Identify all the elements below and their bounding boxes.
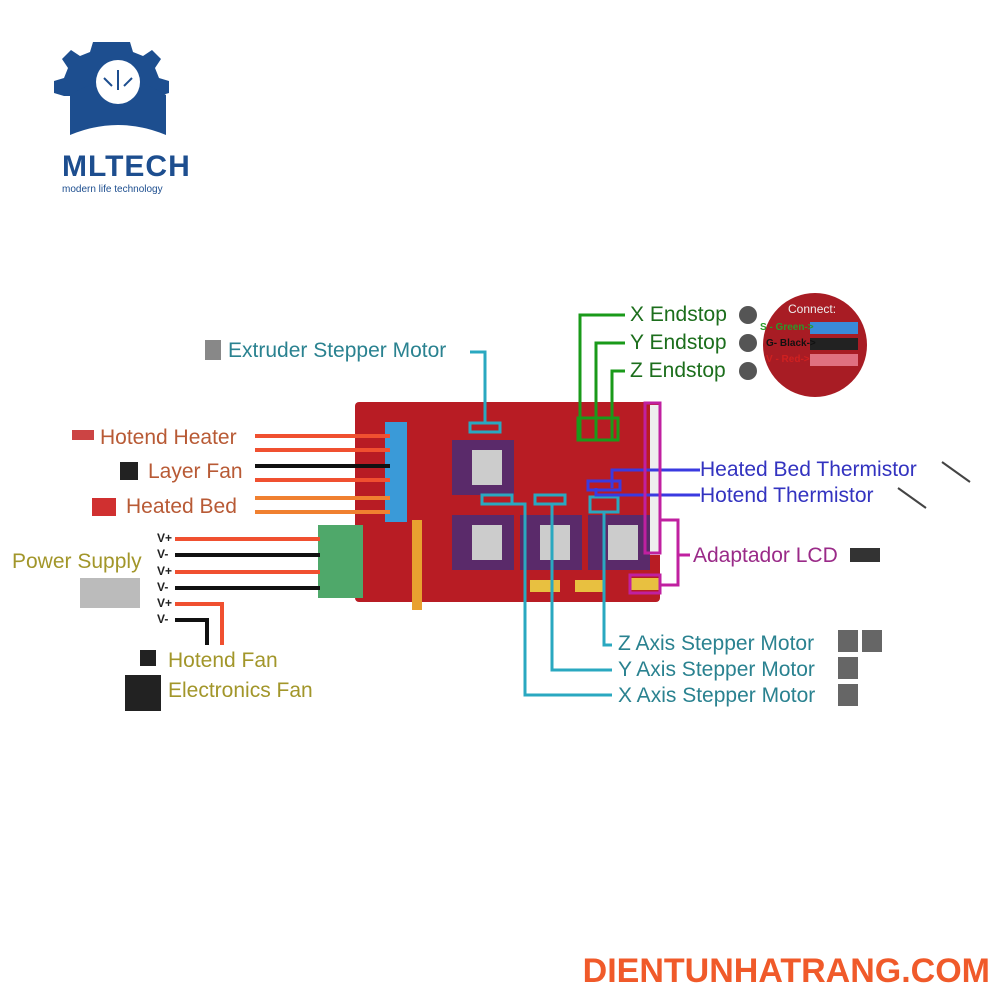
- power-supply-icon: [80, 578, 140, 608]
- label-x-endstop: X Endstop: [630, 303, 727, 326]
- pin-label: V-: [157, 547, 169, 561]
- label-hotend-thermistor: Hotend Thermistor: [700, 484, 874, 507]
- fan-icon: [140, 650, 156, 666]
- logo-icon: [54, 42, 169, 135]
- label-y-endstop: Y Endstop: [630, 331, 727, 354]
- stepper-motor-icon: [205, 340, 221, 360]
- connect-title: Connect:: [788, 302, 837, 316]
- label-bed-thermistor: Heated Bed Thermistor: [700, 458, 917, 481]
- label-z-endstop: Z Endstop: [630, 359, 726, 382]
- label-lcd-adapter: Adaptador LCD: [693, 544, 838, 567]
- pin-label: V-: [157, 612, 169, 626]
- label-heated-bed: Heated Bed: [126, 495, 237, 518]
- pin-label: V+: [157, 596, 173, 610]
- label-power-supply: Power Supply: [12, 550, 142, 573]
- label-layer-fan: Layer Fan: [148, 460, 243, 483]
- label-z-motor: Z Axis Stepper Motor: [618, 632, 815, 655]
- label-hotend-heater: Hotend Heater: [100, 426, 237, 449]
- stepper-motor-icon: [838, 630, 882, 706]
- label-y-motor: Y Axis Stepper Motor: [618, 658, 815, 681]
- watermark: DIENTUNHATRANG.COM: [582, 952, 990, 990]
- fan-icon: [120, 462, 138, 480]
- heated-bed-icon: [92, 498, 116, 516]
- label-electronics-fan: Electronics Fan: [168, 679, 313, 702]
- label-hotend-fan: Hotend Fan: [168, 649, 278, 672]
- label-extruder-motor: Extruder Stepper Motor: [228, 339, 447, 362]
- endstop-icon: [739, 306, 757, 380]
- pin-label: V-: [157, 580, 169, 594]
- logo-tagline: modern life technology: [62, 184, 163, 195]
- thermistor-icon: [897, 461, 971, 509]
- ramps-board: [318, 402, 660, 610]
- connect-v: V - Red->: [766, 354, 810, 365]
- label-x-motor: X Axis Stepper Motor: [618, 684, 816, 707]
- fan-icon: [125, 675, 161, 711]
- pin-label: V+: [157, 531, 173, 545]
- logo-name: MLTECH: [62, 150, 191, 183]
- heater-icon: [72, 430, 94, 440]
- pin-label: V+: [157, 564, 173, 578]
- lcd-adapter-icon: [850, 548, 880, 562]
- connect-s: S - Green->: [760, 322, 814, 333]
- connect-g: G- Black->: [766, 338, 816, 349]
